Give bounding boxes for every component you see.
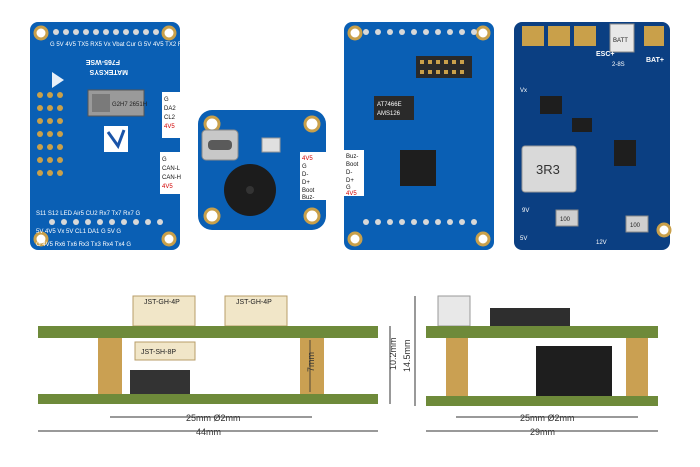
usb-pad-dplus: D+ [302,180,310,186]
dim-width-left: 44mm [196,427,221,437]
dim-hole-right: 25mm Ø2mm [520,413,575,423]
pdb-label-9v: 9V [522,208,529,214]
side-view-right: 14.5mm 25mm Ø2mm 29mm [402,295,658,437]
usb-pad-boot: Boot [302,188,315,194]
fc-pad-can-l: CAN-L [162,166,181,172]
jst-gh-4p-connector-2 [224,295,288,327]
io-chip1-label: AT7466E [377,102,402,108]
connector2-label: JST-GH-4P [236,299,272,306]
io-pad-boot: Boot [346,162,359,168]
io-pad-buz: Buz- [346,154,358,160]
pdb-pcb [514,22,670,250]
fc-pad-g: G [164,97,169,103]
fc-top-header: G 5V 4V5 TX5 RX5 Vx Vbat Cur G 5V 4V5 TX… [50,42,196,48]
fc-pad-cl2: CL2 [164,115,176,121]
right-upper-pcb-edge [426,326,658,338]
pdb-inductor [521,145,577,193]
dim-height-left: 10.2mm [388,337,398,370]
pdb-label-bat: BAT+ [646,57,664,64]
io-chip-1 [374,96,414,120]
mateksys-logo-icon [52,72,64,88]
pdb-inductor-label: 3R3 [536,162,560,177]
fc-chip-marking: G2H7 2651H [112,102,147,108]
usb-connector-side [437,295,471,327]
fc-pad-can-h: CAN-H [162,175,181,181]
io-pad-dplus: D+ [346,178,354,184]
fc-pad-can-g: G [162,157,167,163]
pdb-resistor-1 [555,209,579,227]
left-standoff-1 [98,338,122,394]
lower-components [130,370,190,394]
pdb-label-esc: ESC+ [596,51,614,58]
pin-header-side [490,308,570,326]
pdb-label-12v: 12V [596,240,607,246]
pdb-label-batt: BATT [613,38,628,44]
fc-bottom-row1: S11 S12 LED Air5 CU2 Rx7 Tx7 Rx7 G [36,211,140,217]
io-pin-header [416,56,472,78]
usb-pad-buz: Buz- [302,195,314,201]
right-standoff-1 [446,338,468,396]
pdb-label-voltage: 2-8S [612,62,625,68]
pdb-esc-pad-3 [574,26,596,46]
pdb-esc-pad-2 [548,26,570,46]
pdb-resistor-1-label: 100 [560,217,571,223]
fc-pad-group-i2c [162,92,180,138]
dim-spacer: 7mm [306,352,316,372]
io-pcb [344,22,494,250]
fc-pad-da2: DA2 [164,106,176,112]
upper-pcb-edge [38,326,378,338]
io-pad-4v5: 4V5 [346,191,357,197]
dim-hole-left: 25mm Ø2mm [186,413,241,423]
usb-board: 4V5 G D- D+ Boot Buz- [198,110,326,230]
lower-pcb-edge [38,394,378,404]
usb-pad-group [300,152,326,200]
io-pad-dminus: D- [346,170,352,176]
fc-pad-4v5: 4V5 [164,124,175,130]
dim-width-right: 29mm [530,427,555,437]
dim-height-right: 14.5mm [402,339,412,372]
usb-pad-g: G [302,164,307,170]
jst-gh-4p-connector-1 [132,295,196,327]
pdb-shunt [609,23,635,53]
fc-bottom-row3: G 4V5 Rx6 Tx6 Rx3 Tx3 Rx4 Tx4 G [36,242,131,248]
pdb-board: ESC+ BAT+ BATT 2-8S 3R3 100 100 9V 12V V… [514,22,672,250]
io-pad-g: G [346,185,351,191]
pdb-esc-pad-1 [522,26,544,46]
jst-sh-8p-connector [134,341,196,361]
fc-label-patch [104,126,128,152]
pdb-resistor-2 [625,215,649,233]
usb-pad-dminus: D- [302,172,308,178]
connector3-label: JST-SH-8P [141,349,176,356]
pdb-label-5v: 5V [520,236,527,242]
io-board: AT7466E AMS126 Buz- Boot D- D+ G 4V5 [344,22,494,250]
boot-button [261,137,281,153]
io-mcu [400,150,436,186]
pdb-label-vx: Vx [520,88,527,94]
left-standoff-2 [300,338,324,394]
usb-pad-4v5: 4V5 [302,156,313,162]
io-pad-group [344,150,364,196]
io-chip2-label: AMS126 [377,111,401,117]
pin-header-bottom [536,346,612,396]
fc-model: F765-WSE [85,58,120,65]
right-standoff-2 [626,338,648,396]
fc-bottom-row2: 5V 4V5 Vx 5V CL1 DA1 G 5V G [36,229,121,235]
fc-pad-group-can [160,152,180,194]
pdb-resistor-2-label: 100 [630,223,641,229]
side-view-left: JST-GH-4P JST-GH-4P JST-SH-8P 10.2mm 7mm… [38,295,398,437]
fc-board: G 5V 4V5 TX5 RX5 Vx Vbat Cur G 5V 4V5 TX… [30,22,196,250]
right-lower-pcb-edge [426,396,658,406]
fc-pad-can-4v5: 4V5 [162,184,173,190]
pdb-bat-pad [644,26,664,46]
fc-brand: MATEKSYS [89,68,128,75]
connector1-label: JST-GH-4P [144,299,180,306]
